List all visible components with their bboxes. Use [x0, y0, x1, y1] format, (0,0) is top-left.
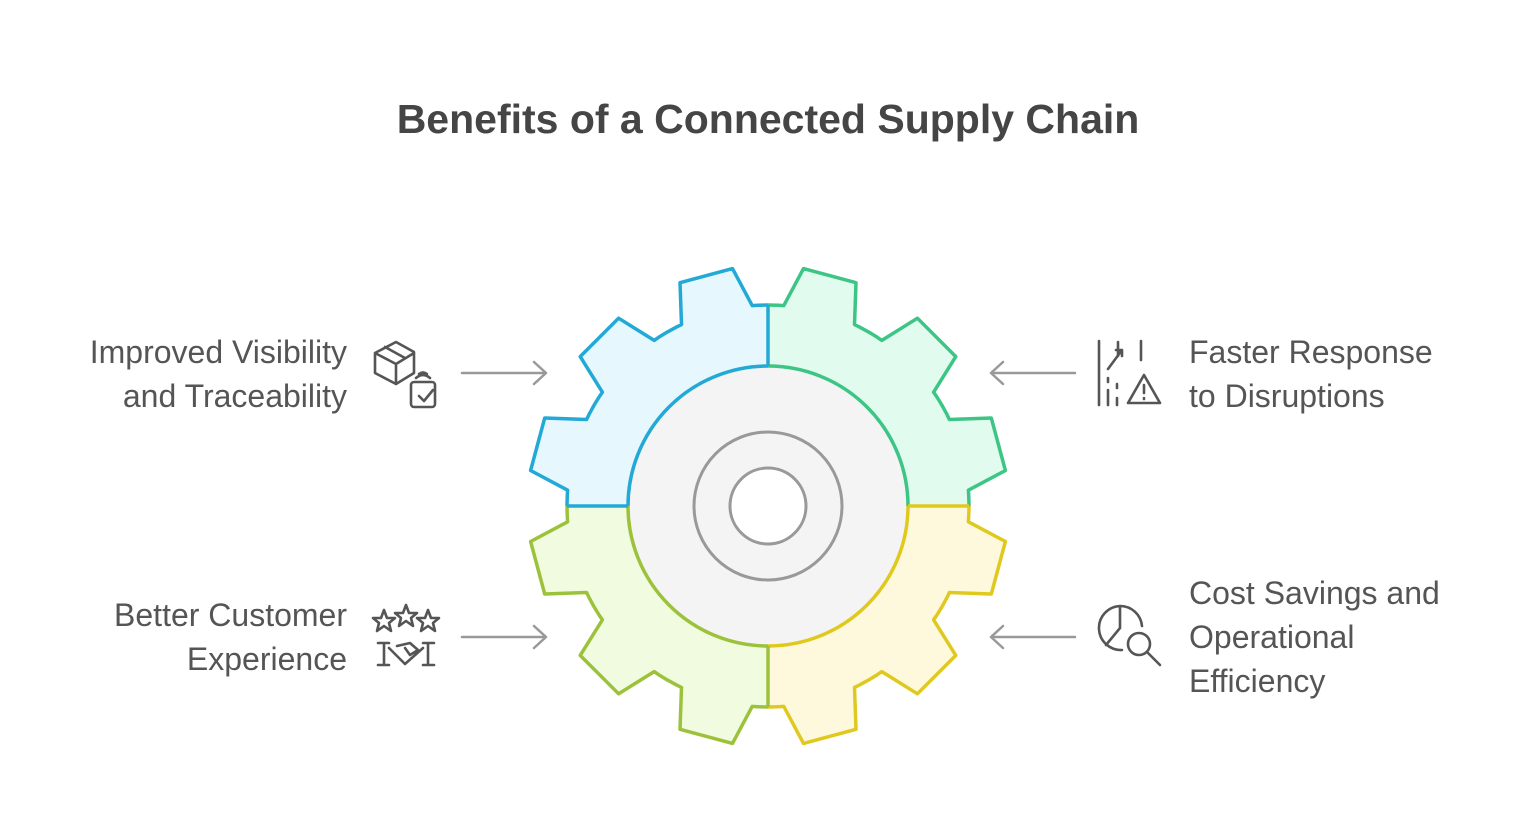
- arrow-visibility: [460, 360, 548, 386]
- arrow-customer: [460, 624, 548, 650]
- diagram-title: Benefits of a Connected Supply Chain: [396, 96, 1140, 142]
- hub-ring-outer: [692, 430, 844, 582]
- label-line: Experience: [186, 641, 347, 677]
- arrow-cost: [989, 624, 1077, 650]
- label-faster-response: Faster Response to Disruptions: [1189, 330, 1433, 418]
- label-better-customer: Better Customer Experience: [114, 593, 347, 681]
- label-cost-savings: Cost Savings and Operational Efficiency: [1189, 571, 1440, 703]
- label-line: Faster Response: [1189, 334, 1433, 370]
- route-warning-icon: [1097, 339, 1162, 407]
- arrow-response: [989, 360, 1077, 386]
- stars-handshake-icon: [371, 603, 441, 667]
- label-line: Improved Visibility: [89, 334, 347, 370]
- package-tracking-icon: [373, 340, 437, 409]
- label-line: Operational: [1189, 619, 1355, 655]
- label-line: Better Customer: [114, 597, 347, 633]
- label-line: to Disruptions: [1189, 378, 1385, 414]
- gear-segment-customer-arc: [626, 505, 769, 648]
- label-line: and Traceability: [122, 378, 347, 414]
- chart-search-icon: [1097, 604, 1162, 667]
- gear-segment-cost-arc: [767, 505, 910, 648]
- label-line: Efficiency: [1189, 663, 1326, 699]
- gear-segment-visibility-arc: [626, 364, 769, 507]
- gear-segment-response-arc: [767, 364, 910, 507]
- label-improved-visibility: Improved Visibility and Traceability: [90, 330, 347, 418]
- hub-ring-inner: [728, 466, 808, 546]
- label-line: Cost Savings and: [1189, 575, 1440, 611]
